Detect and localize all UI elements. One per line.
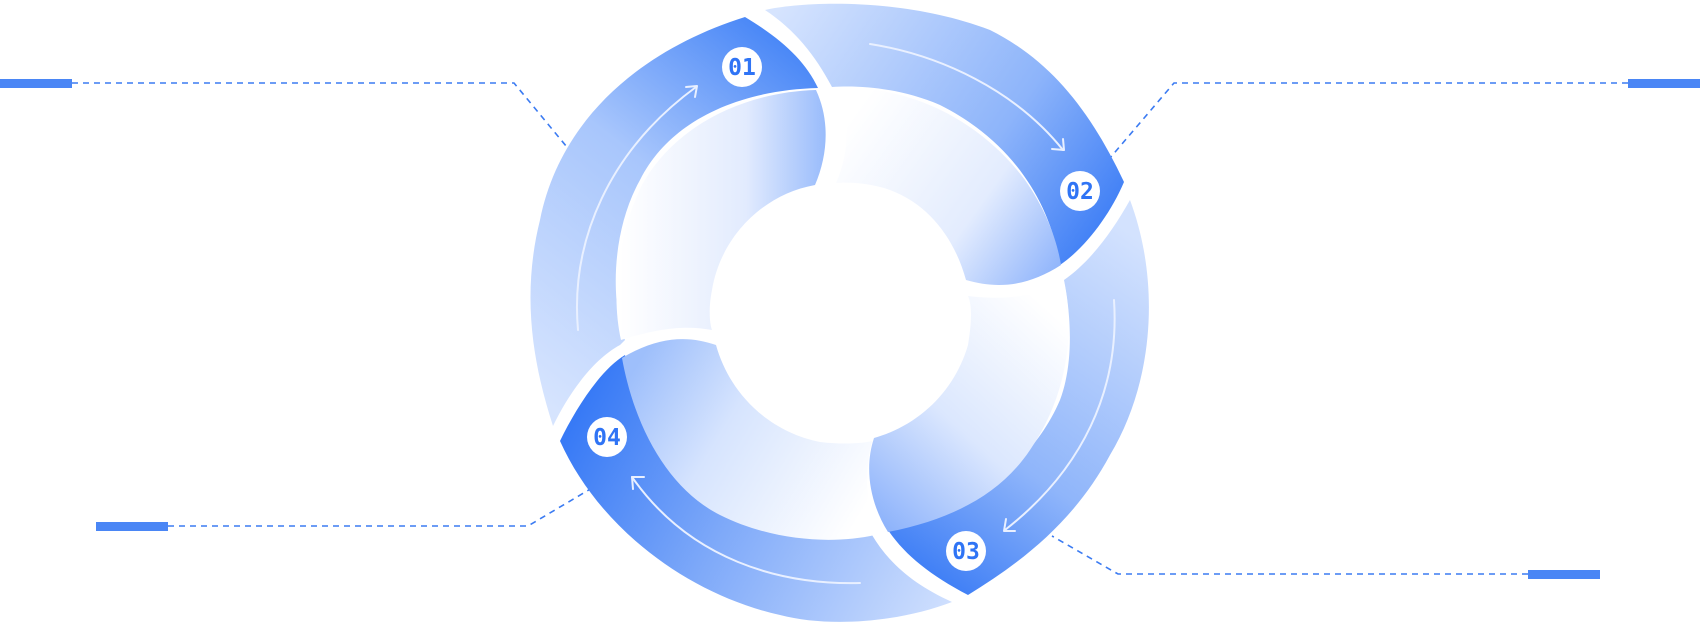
ring-segment-02 [765, 3, 1124, 265]
ring-segment-04 [560, 355, 952, 622]
leader-line-02 [1109, 82, 1628, 159]
inner-segment-01 [616, 90, 826, 340]
badge-circle-04 [587, 417, 627, 457]
leader-lines [72, 82, 1628, 575]
ring-segment-01 [530, 17, 818, 426]
leader-line-03 [1051, 535, 1528, 575]
cycle-arrows [576, 43, 1116, 585]
arrow-04 [631, 476, 861, 585]
arrow-02 [869, 43, 1064, 151]
step-number-02: 02 [1066, 179, 1094, 205]
step-badge-04: 04 [587, 417, 627, 457]
label-bar-01 [0, 79, 72, 88]
inner-segment-02 [836, 87, 1061, 285]
leader-line-01 [72, 82, 577, 159]
label-bar-02 [1628, 79, 1700, 88]
inner-segment-04 [622, 339, 875, 540]
arrow-01-head [685, 85, 698, 98]
leader-line-04 [168, 487, 593, 527]
arrow-03 [1004, 299, 1116, 531]
label-bar-04 [96, 522, 168, 531]
badge-circle-03 [946, 531, 986, 571]
arrow-02-head [1051, 138, 1065, 151]
badge-circle-02 [1060, 171, 1100, 211]
step-number-03: 03 [952, 539, 980, 565]
inner-segment-03 [869, 282, 1069, 532]
step-badge-02: 02 [1060, 171, 1100, 211]
step-number-04: 04 [593, 425, 621, 451]
step-number-01: 01 [728, 55, 756, 81]
arrow-03-head [1003, 518, 1016, 532]
ring-segment-03 [888, 200, 1149, 595]
badge-circle-01 [722, 47, 762, 87]
arrow-04-head [631, 476, 645, 490]
label-bar-03 [1528, 570, 1600, 579]
step-badge-01: 01 [722, 47, 762, 87]
arrow-01 [576, 86, 697, 331]
step-badge-03: 03 [946, 531, 986, 571]
